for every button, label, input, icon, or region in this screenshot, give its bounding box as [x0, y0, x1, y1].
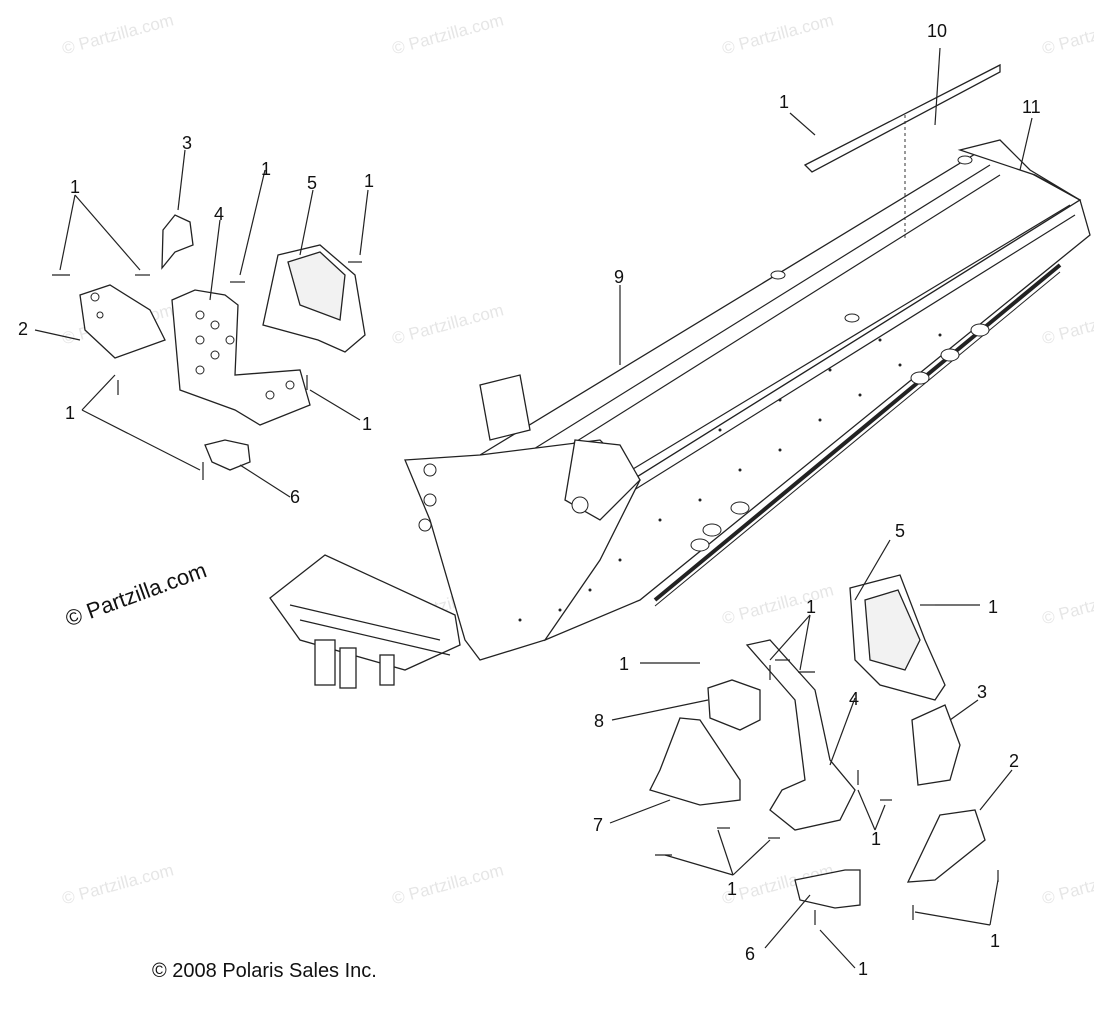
copyright-notice: © 2008 Polaris Sales Inc.	[152, 960, 377, 982]
callout-2: 2	[18, 319, 29, 339]
callout-1: 1	[65, 403, 76, 423]
callout-1: 1	[988, 597, 999, 617]
callout-3: 3	[977, 682, 988, 702]
callout-1: 1	[858, 959, 869, 979]
callout-1: 1	[990, 931, 1001, 951]
callout-1: 1	[362, 414, 373, 434]
callout-2: 2	[1009, 751, 1020, 771]
callout-8: 8	[594, 711, 605, 731]
lower-right-group	[609, 47, 1033, 969]
callout-4: 4	[214, 204, 225, 224]
callout-6: 6	[745, 944, 756, 964]
callout-1: 1	[871, 829, 882, 849]
callout-1: 1	[70, 177, 81, 197]
callout-11: 11	[1022, 97, 1041, 117]
upper-left-group	[34, 149, 369, 498]
chassis-tunnel	[269, 139, 1091, 689]
callout-1: 1	[619, 654, 630, 674]
callout-10: 10	[927, 21, 948, 41]
callout-1: 1	[806, 597, 817, 617]
callout-1: 1	[779, 92, 790, 112]
callout-5: 5	[895, 521, 906, 541]
callout-6: 6	[290, 487, 301, 507]
callout-5: 5	[307, 173, 318, 193]
part-10-rail	[803, 63, 1001, 240]
callout-1: 1	[727, 879, 738, 899]
callout-4: 4	[849, 689, 860, 709]
callout-7: 7	[593, 815, 604, 835]
callout-1: 1	[364, 171, 375, 191]
callout-9: 9	[614, 267, 625, 287]
callout-3: 3	[182, 133, 193, 153]
callout-1: 1	[261, 159, 272, 179]
